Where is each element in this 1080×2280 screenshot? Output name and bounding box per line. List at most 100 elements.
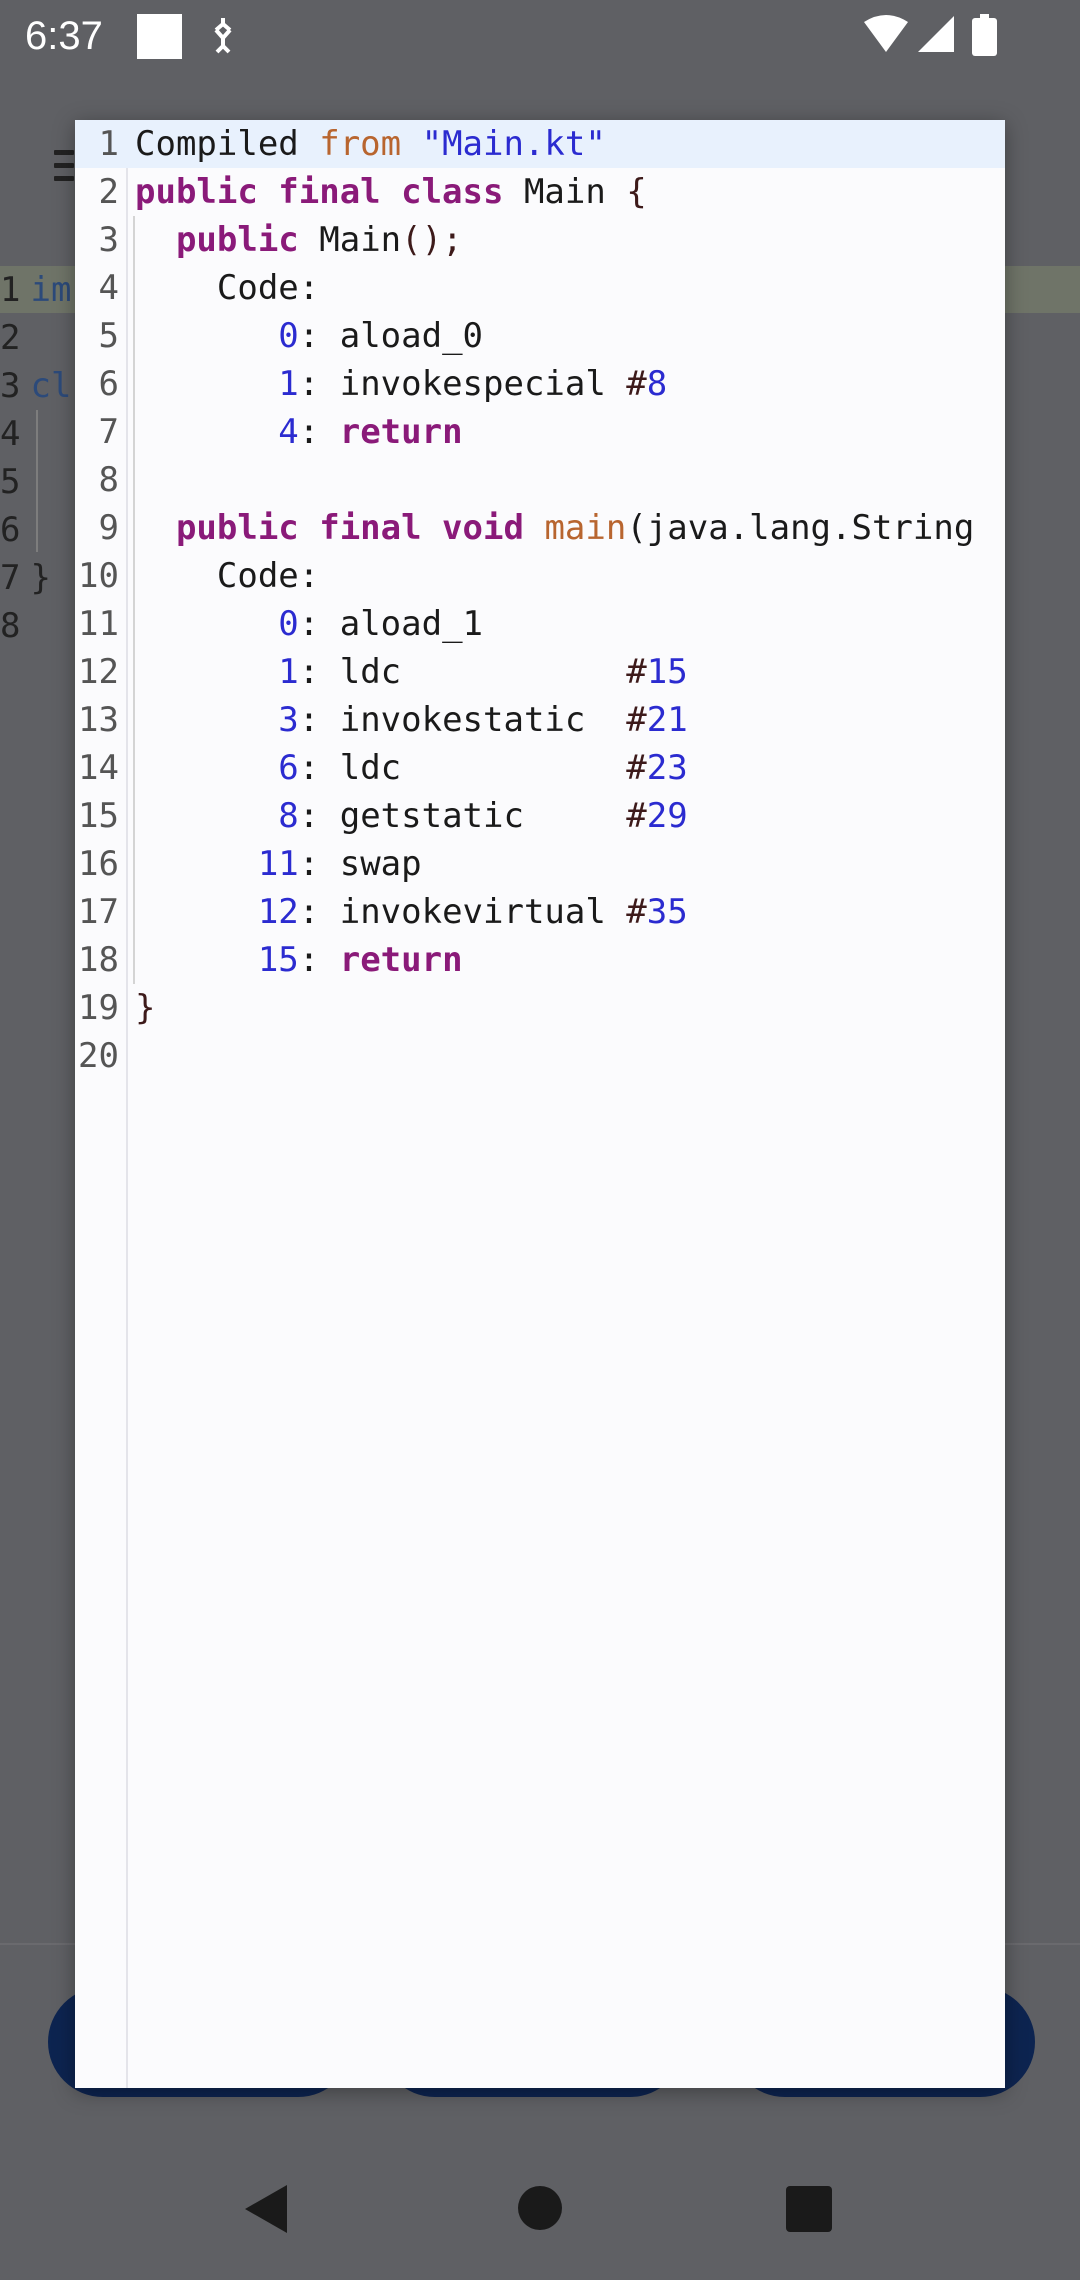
code-token: : getstatic [298,796,627,836]
code-text: 0: aload_0 [135,312,483,360]
code-token: public final void [175,508,524,548]
line-number: 3 [98,220,119,260]
line-number: 9 [98,508,119,548]
code-token: # [626,652,647,692]
code-line: 15 8: getstatic #29 [75,792,1005,840]
code-token: 11 [257,844,299,884]
code-token: # [626,892,647,932]
code-line: 20 [75,1032,1005,1080]
code-line: 14 6: ldc #23 [75,744,1005,792]
code-token: Main [298,220,402,260]
line-number: 7 [98,412,119,452]
line-number: 20 [78,1036,119,1076]
code-token: } [135,988,156,1028]
code-token: 6 [278,748,299,788]
background-line-text: im [30,270,72,310]
code-token: # [626,796,647,836]
line-number: 10 [78,556,119,596]
code-token: : ldc [298,748,627,788]
code-token: "Main.kt" [421,124,606,164]
code-token: # [626,748,647,788]
code-text: 1: invokespecial #8 [135,360,667,408]
code-token: 21 [646,700,688,740]
code-line: 13 3: invokestatic #21 [75,696,1005,744]
gutter-border [126,120,128,2088]
background-line: 5 [0,458,20,506]
home-icon[interactable] [518,2186,562,2230]
code-text: 3: invokestatic #21 [135,696,688,744]
code-token: 8 [646,364,668,404]
code-token: 0 [278,604,299,644]
code-token: (java.lang.String [626,508,975,548]
code-token: 8 [278,796,299,836]
code-line: 10 Code: [75,552,1005,600]
line-number: 16 [78,844,119,884]
code-text: 6: ldc #23 [135,744,688,792]
code-line: 9 public final void main(java.lang.Strin… [75,504,1005,552]
line-number: 13 [78,700,119,740]
wifi-icon [864,15,908,52]
code-token: Main [503,172,627,212]
line-number: 18 [78,940,119,980]
background-line-number: 5 [0,462,21,502]
background-line: 8 [0,602,20,650]
code-text: public final class Main { [135,168,647,216]
code-token: 4 [278,412,299,452]
line-number: 14 [78,748,119,788]
background-line-number: 2 [0,318,21,358]
code-text: Compiled from "Main.kt" [135,120,606,168]
code-token: 29 [646,796,688,836]
code-token: # [626,364,647,404]
code-token: main [544,508,627,548]
code-token: 12 [257,892,299,932]
code-token: 3 [278,700,299,740]
code-token: 15 [257,940,299,980]
code-text: public final void main(java.lang.String [135,504,974,552]
background-line: 6 [0,506,20,554]
code-text: public Main(); [135,216,463,264]
code-line: 11 0: aload_1 [75,600,1005,648]
code-text: Code: [135,264,319,312]
line-number: 2 [98,172,119,212]
background-line-number: 6 [0,510,21,550]
code-token [401,124,421,164]
code-text: 12: invokevirtual #35 [135,888,688,936]
code-line: 4 Code: [75,264,1005,312]
line-number: 1 [98,124,119,164]
code-line: 2 public final class Main { [75,168,1005,216]
code-token: 15 [646,652,688,692]
back-icon[interactable] [243,2183,289,2235]
bytecode-dialog: 1 Compiled from "Main.kt" 2 public final cl… [75,120,1005,2088]
code-token: public final class [135,172,504,212]
code-text: 11: swap [135,840,422,888]
code-line: 8 [75,456,1005,504]
background-line-number: 1 [0,270,21,310]
background-indent-guide [36,410,38,552]
code-token: Compiled [135,124,320,164]
code-line: 12 1: ldc #15 [75,648,1005,696]
code-token: : invokevirtual [298,892,627,932]
code-token: { [626,172,647,212]
line-number: 6 [98,364,119,404]
code-line: 16 11: swap [75,840,1005,888]
background-line-number: 7 [0,558,21,598]
code-token: 1 [278,364,299,404]
code-token: from [319,124,402,164]
background-line: 7} [0,554,51,602]
background-line: 2 [0,314,20,362]
signal-icon [918,16,954,52]
code-text: 0: aload_1 [135,600,483,648]
code-token: 23 [646,748,688,788]
code-line: 7 4: return [75,408,1005,456]
recents-icon[interactable] [786,2186,832,2232]
background-line-number: 4 [0,414,21,454]
code-token: : aload_0 [298,316,484,356]
line-number: 11 [78,604,119,644]
line-number: 19 [78,988,119,1028]
code-text: Code: [135,552,319,600]
code-token: : [298,412,340,452]
code-token: : invokespecial [298,364,627,404]
code-line: 18 15: return [75,936,1005,984]
